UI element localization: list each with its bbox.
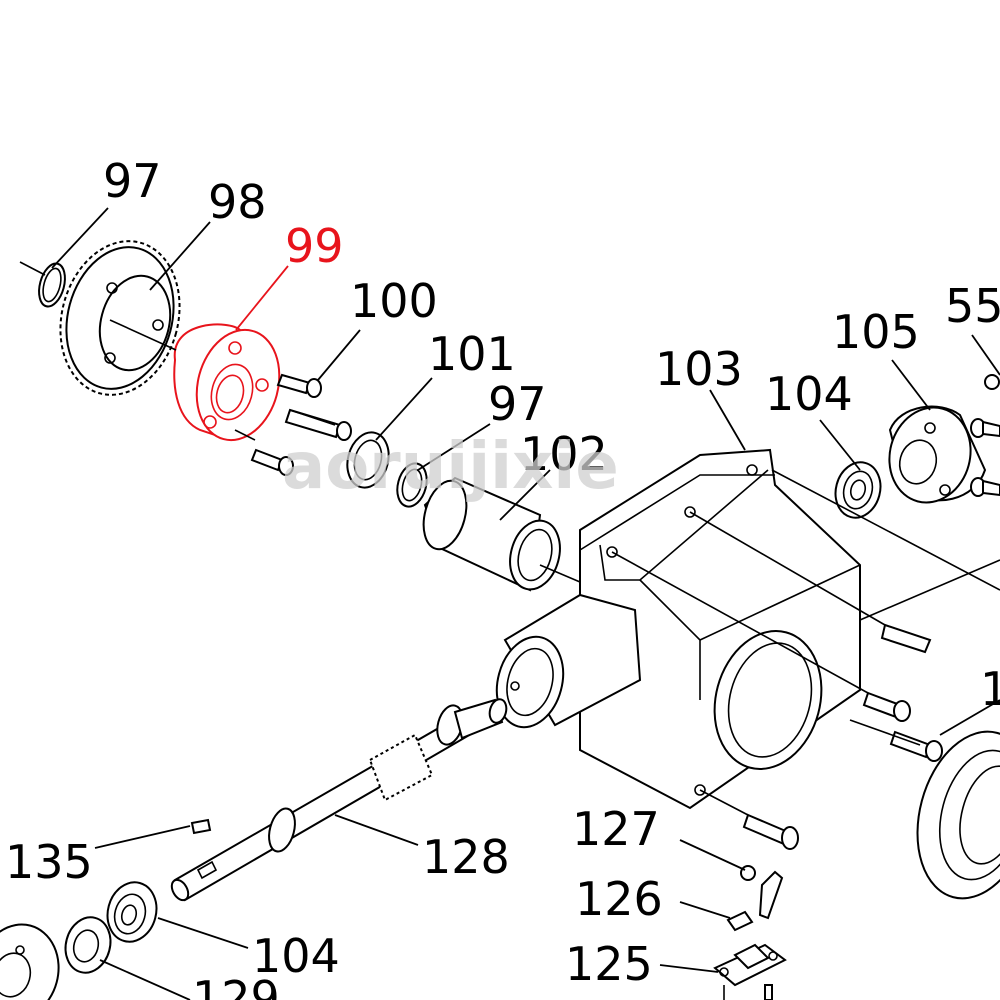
- callout-labels: 97 98 99 100 101 97 102 103 104 105 55 1…: [5, 154, 1000, 1000]
- flange-lower-left[interactable]: [0, 915, 69, 1000]
- pin[interactable]: [880, 623, 932, 654]
- key-135[interactable]: [190, 818, 212, 835]
- callout-97-middle: 97: [488, 377, 547, 431]
- screws-housing-right[interactable]: [862, 691, 943, 762]
- flange-105[interactable]: [879, 398, 987, 511]
- callout-55: 55: [945, 279, 1000, 333]
- housing-103[interactable]: [487, 448, 861, 810]
- callout-101: 101: [428, 327, 516, 381]
- worm-shaft-128[interactable]: [168, 697, 508, 903]
- callout-100: 100: [350, 274, 438, 328]
- callout-125: 125: [565, 937, 653, 991]
- callout-1-partial: 1: [980, 662, 1000, 716]
- ring-129[interactable]: [60, 912, 117, 977]
- lever-assembly[interactable]: [713, 865, 787, 1000]
- large-flange-right[interactable]: [900, 719, 1000, 912]
- center-lines: [19, 261, 1000, 816]
- bushing-102[interactable]: [417, 476, 568, 595]
- callout-97-left: 97: [103, 154, 162, 208]
- callout-99: 99: [285, 219, 344, 273]
- bearing-104-upper[interactable]: [830, 457, 887, 522]
- screws-55[interactable]: [970, 374, 1000, 497]
- callout-126: 126: [575, 872, 663, 926]
- callout-98: 98: [208, 175, 267, 229]
- screw-127-bolt[interactable]: [742, 813, 799, 850]
- callout-105: 105: [832, 305, 920, 359]
- callout-129: 129: [192, 971, 280, 1000]
- callout-127: 127: [572, 802, 660, 856]
- snap-ring-97-left[interactable]: [35, 261, 70, 310]
- leader-lines: [51, 207, 1000, 1000]
- gear-98[interactable]: [44, 228, 196, 409]
- snap-ring-97-middle[interactable]: [393, 460, 431, 510]
- callout-104-lower: 104: [252, 929, 340, 983]
- screws-100[interactable]: [250, 373, 352, 476]
- callout-102: 102: [520, 427, 608, 481]
- bearing-104-lower[interactable]: [101, 877, 163, 947]
- callout-128: 128: [422, 830, 510, 884]
- callout-104-upper: 104: [765, 367, 853, 421]
- flange-99[interactable]: [173, 321, 291, 450]
- callout-103: 103: [655, 342, 743, 396]
- watermark-text: aoruijixie: [282, 430, 619, 504]
- ring-101[interactable]: [341, 428, 394, 492]
- callout-135: 135: [5, 835, 93, 889]
